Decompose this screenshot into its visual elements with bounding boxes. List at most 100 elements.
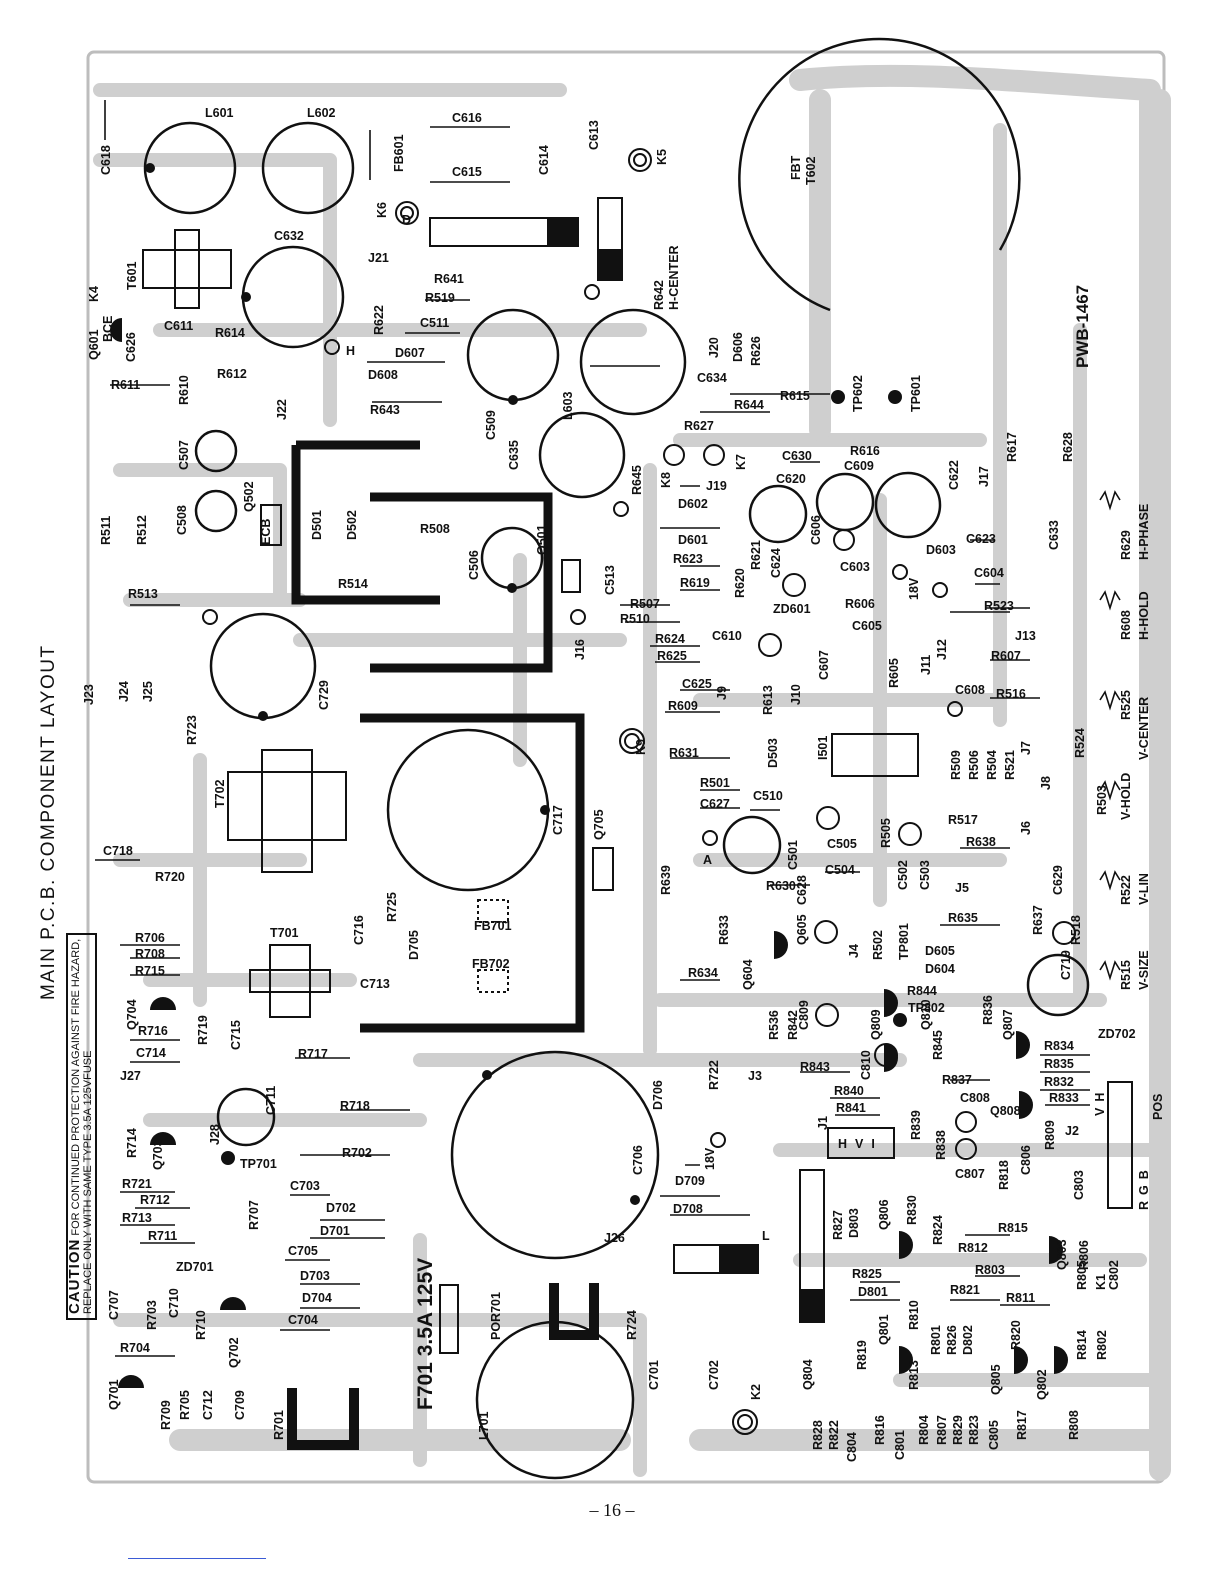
component-label: K8 <box>659 472 673 488</box>
component-label: 18V <box>703 1147 717 1170</box>
component-label: R521 <box>1003 750 1017 780</box>
component-label: R806 <box>1077 1240 1091 1270</box>
component-label: TP602 <box>851 375 865 412</box>
component-label: R812 <box>958 1241 988 1255</box>
component-label: J8 <box>1039 776 1053 790</box>
component-label: R519 <box>425 291 455 305</box>
component-label: R825 <box>852 1267 882 1281</box>
component-label: R801 <box>929 1325 943 1355</box>
component-label: C616 <box>452 111 482 125</box>
component-label: R823 <box>967 1415 981 1445</box>
component-label: V-CENTER <box>1137 697 1151 760</box>
component-label: D601 <box>678 533 708 547</box>
component-label: Q810 <box>919 999 933 1030</box>
component-label: C609 <box>844 459 874 473</box>
test-points <box>145 163 907 1205</box>
component-label: J10 <box>789 684 803 705</box>
component-label: R518 <box>1069 915 1083 945</box>
l603-outline <box>538 411 626 499</box>
component-label: C710 <box>167 1288 181 1318</box>
part-markings <box>95 100 1121 1357</box>
component-label: C505 <box>827 837 857 851</box>
component-label: D706 <box>651 1080 665 1110</box>
component-label: R810 <box>907 1300 921 1330</box>
component-label: ZD701 <box>176 1260 214 1274</box>
component-label: C709 <box>233 1390 247 1420</box>
component-label: R828 <box>811 1420 825 1450</box>
component-label: D604 <box>925 962 955 976</box>
component-label: C706 <box>631 1145 645 1175</box>
component-label: K2 <box>749 1384 763 1400</box>
component-label: C715 <box>229 1020 243 1050</box>
component-label: Q601 <box>87 329 101 360</box>
component-label: Q804 <box>801 1359 815 1390</box>
component-label: R522 <box>1119 875 1133 905</box>
component-label: R821 <box>950 1283 980 1297</box>
component-label: R707 <box>247 1200 261 1230</box>
component-label: V-LIN <box>1137 873 1151 905</box>
component-label: R837 <box>942 1073 972 1087</box>
component-label: C713 <box>360 977 390 991</box>
component-label: C508 <box>175 505 189 535</box>
component-label: C623 <box>966 532 996 546</box>
component-label: R516 <box>996 687 1026 701</box>
component-label: D801 <box>858 1285 888 1299</box>
component-label: D709 <box>675 1174 705 1188</box>
component-label: R501 <box>700 776 730 790</box>
component-label: R641 <box>434 272 464 286</box>
caution-word: CAUTION <box>66 1238 83 1314</box>
component-label: R717 <box>298 1047 328 1061</box>
component-label: D502 <box>345 510 359 540</box>
component-label: R615 <box>780 389 810 403</box>
component-label: Q703 <box>151 1139 165 1170</box>
component-label: R627 <box>684 419 714 433</box>
component-label: C810 <box>859 1050 873 1080</box>
component-label: TP802 <box>908 1001 945 1015</box>
component-label: R617 <box>1005 432 1019 462</box>
component-label: R626 <box>749 336 763 366</box>
component-label: R720 <box>155 870 185 884</box>
component-label: R505 <box>879 818 893 848</box>
component-label: R509 <box>949 750 963 780</box>
r642-outline <box>579 308 687 416</box>
component-label: TP801 <box>897 923 911 960</box>
component-label: FBT <box>789 155 803 180</box>
component-label: Q604 <box>741 959 755 990</box>
component-label: J6 <box>1019 821 1033 835</box>
component-label: R610 <box>177 375 191 405</box>
component-label: R830 <box>905 1195 919 1225</box>
component-label: R842 <box>786 1010 800 1040</box>
c706-outline <box>450 1050 660 1260</box>
component-label: R709 <box>159 1400 173 1430</box>
component-label: D704 <box>302 1291 332 1305</box>
component-label: Q701 <box>107 1379 121 1410</box>
component-label: C501 <box>786 840 800 870</box>
component-label: ZD702 <box>1098 1027 1136 1041</box>
component-label: C506 <box>467 550 481 580</box>
small-components <box>202 148 1076 1435</box>
component-label: D708 <box>673 1202 703 1216</box>
component-label: C714 <box>136 1046 166 1060</box>
component-label: R645 <box>630 465 644 495</box>
component-label: R630 <box>766 879 796 893</box>
caution-notice: CAUTION FOR CONTINUED PROTECTION AGAINST… <box>66 932 97 1320</box>
component-label: K4 <box>87 286 101 302</box>
component-label: R820 <box>1009 1320 1023 1350</box>
component-label: R843 <box>800 1060 830 1074</box>
component-label: C803 <box>1072 1170 1086 1200</box>
component-label: R814 <box>1075 1330 1089 1360</box>
component-label: R811 <box>1006 1291 1035 1305</box>
component-label: R721 <box>122 1177 152 1191</box>
c711-outline <box>216 1087 276 1147</box>
component-label: J7 <box>1019 741 1033 755</box>
component-label: R606 <box>845 597 875 611</box>
component-label: R513 <box>128 587 158 601</box>
component-label: R822 <box>827 1420 841 1450</box>
component-label: J27 <box>120 1069 141 1083</box>
component-label: R503 <box>1095 785 1109 815</box>
component-label: D703 <box>300 1269 330 1283</box>
component-label: T601 <box>125 261 139 290</box>
component-label: H-PHASE <box>1137 504 1151 560</box>
component-label: TP701 <box>240 1157 277 1171</box>
page-title: MAIN P.C.B. COMPONENT LAYOUT <box>38 644 59 1000</box>
